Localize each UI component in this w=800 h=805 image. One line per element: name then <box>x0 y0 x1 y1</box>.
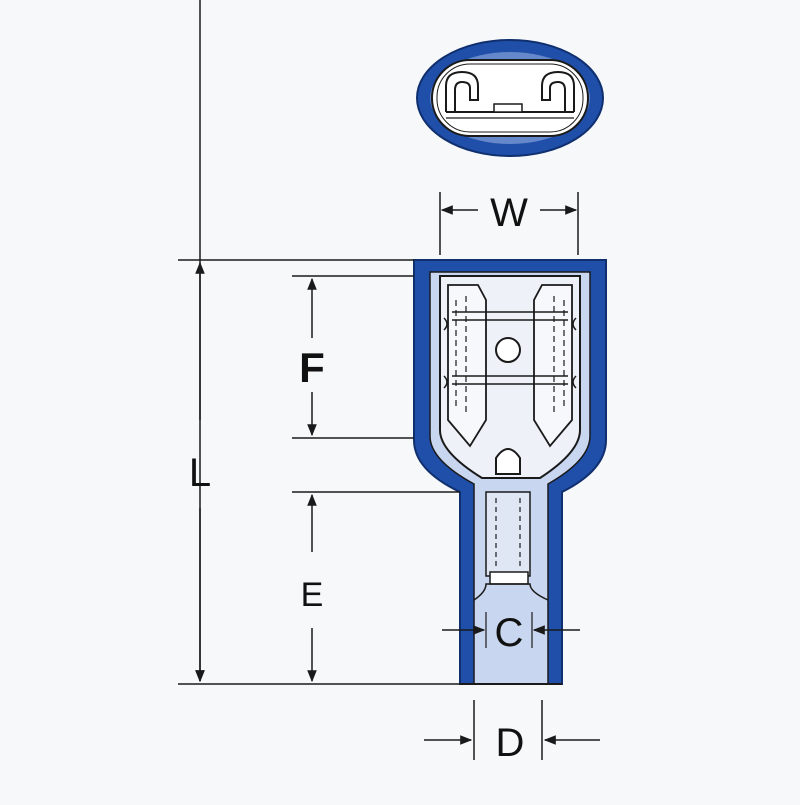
label-c: C <box>495 611 524 655</box>
label-d: D <box>496 721 525 765</box>
dimension-e: E <box>292 491 460 683</box>
dimension-d: D <box>424 700 600 765</box>
label-l: L <box>189 451 211 495</box>
dimension-w: W <box>439 191 579 255</box>
dimension-f: F <box>292 275 414 439</box>
label-e: E <box>301 576 324 614</box>
label-f: F <box>299 344 325 391</box>
female-disconnect-terminal-icon <box>413 259 607 685</box>
dimension-l: L <box>178 0 460 685</box>
label-w: W <box>490 191 528 235</box>
terminal-end-view-icon <box>416 39 604 157</box>
dimension-c: C <box>442 611 580 655</box>
